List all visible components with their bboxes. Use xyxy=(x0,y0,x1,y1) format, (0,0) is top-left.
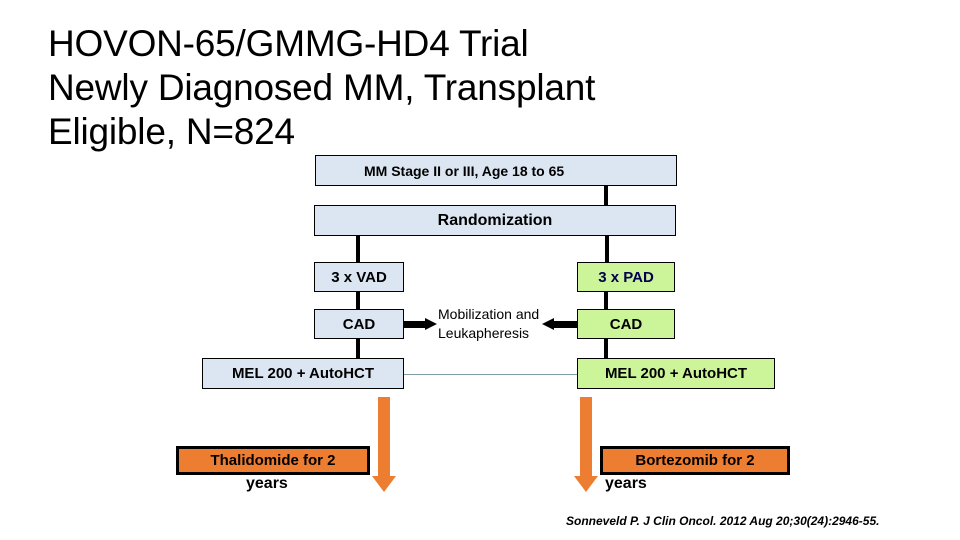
connector-randomization-right-arm xyxy=(605,236,609,263)
left-arm-consolidation-label: CAD xyxy=(342,315,376,333)
right-arm-induction-box: 3 x PAD xyxy=(577,262,675,292)
left-arm-induction-box: 3 x VAD xyxy=(314,262,404,292)
right-arm-maintenance-box: Bortezomib for 2 xyxy=(600,446,790,475)
left-arm-consolidation-box: CAD xyxy=(314,309,404,339)
arrow-shaft xyxy=(553,321,577,328)
arrow-shaft xyxy=(378,397,390,476)
connector-left-induction-consolidation xyxy=(356,292,360,310)
arrow-head xyxy=(542,318,554,330)
page-title: HOVON-65/GMMG-HD4 Trial Newly Diagnosed … xyxy=(48,23,596,152)
right-arm-maintenance-label: Bortezomib for 2 xyxy=(635,452,755,469)
left-arm-induction-label: 3 x VAD xyxy=(331,268,387,286)
right-arm-consolidation-label: CAD xyxy=(609,315,643,333)
left-arm-maintenance-overflow: years xyxy=(246,475,288,492)
right-arm-induction-label: 3 x PAD xyxy=(598,268,654,286)
left-arm-transplant-box: MEL 200 + AutoHCT xyxy=(202,358,404,389)
connector-eligibility-randomization xyxy=(604,186,608,206)
eligibility-box-label: MM Stage II or III, Age 18 to 65 xyxy=(364,162,565,179)
citation-text: Sonneveld P. J Clin Oncol. 2012 Aug 20;3… xyxy=(566,514,880,528)
arrow-shaft xyxy=(580,397,592,476)
right-arm-maintenance-overflow: years xyxy=(605,475,647,492)
arrow-head xyxy=(372,476,396,492)
connector-left-consolidation-transplant xyxy=(356,339,360,359)
right-arm-transplant-box: MEL 200 + AutoHCT xyxy=(577,358,775,389)
arrow-left-cad-to-mobilization xyxy=(404,318,437,330)
right-maintenance-arrow xyxy=(574,397,598,492)
arrow-shaft xyxy=(404,321,426,328)
randomization-box-label: Randomization xyxy=(437,211,553,229)
left-arm-transplant-label: MEL 200 + AutoHCT xyxy=(231,365,375,382)
left-maintenance-arrow xyxy=(372,397,396,492)
left-arm-maintenance-box: Thalidomide for 2 xyxy=(176,446,370,475)
mobilization-note: Mobilization and Leukapheresis xyxy=(438,306,540,341)
right-arm-consolidation-box: CAD xyxy=(577,309,675,339)
connector-randomization-left-arm xyxy=(356,236,360,263)
right-arm-transplant-label: MEL 200 + AutoHCT xyxy=(604,365,748,382)
connector-right-induction-consolidation xyxy=(604,292,608,310)
left-arm-maintenance-label: Thalidomide for 2 xyxy=(210,452,336,469)
randomization-box: Randomization xyxy=(314,205,676,236)
arrow-head xyxy=(574,476,598,492)
eligibility-box: MM Stage II or III, Age 18 to 65 xyxy=(315,155,677,186)
connector-right-consolidation-transplant xyxy=(604,339,608,359)
connector-transplant-link xyxy=(404,374,577,375)
arrow-head xyxy=(425,318,437,330)
arrow-right-cad-to-mobilization xyxy=(542,318,577,330)
